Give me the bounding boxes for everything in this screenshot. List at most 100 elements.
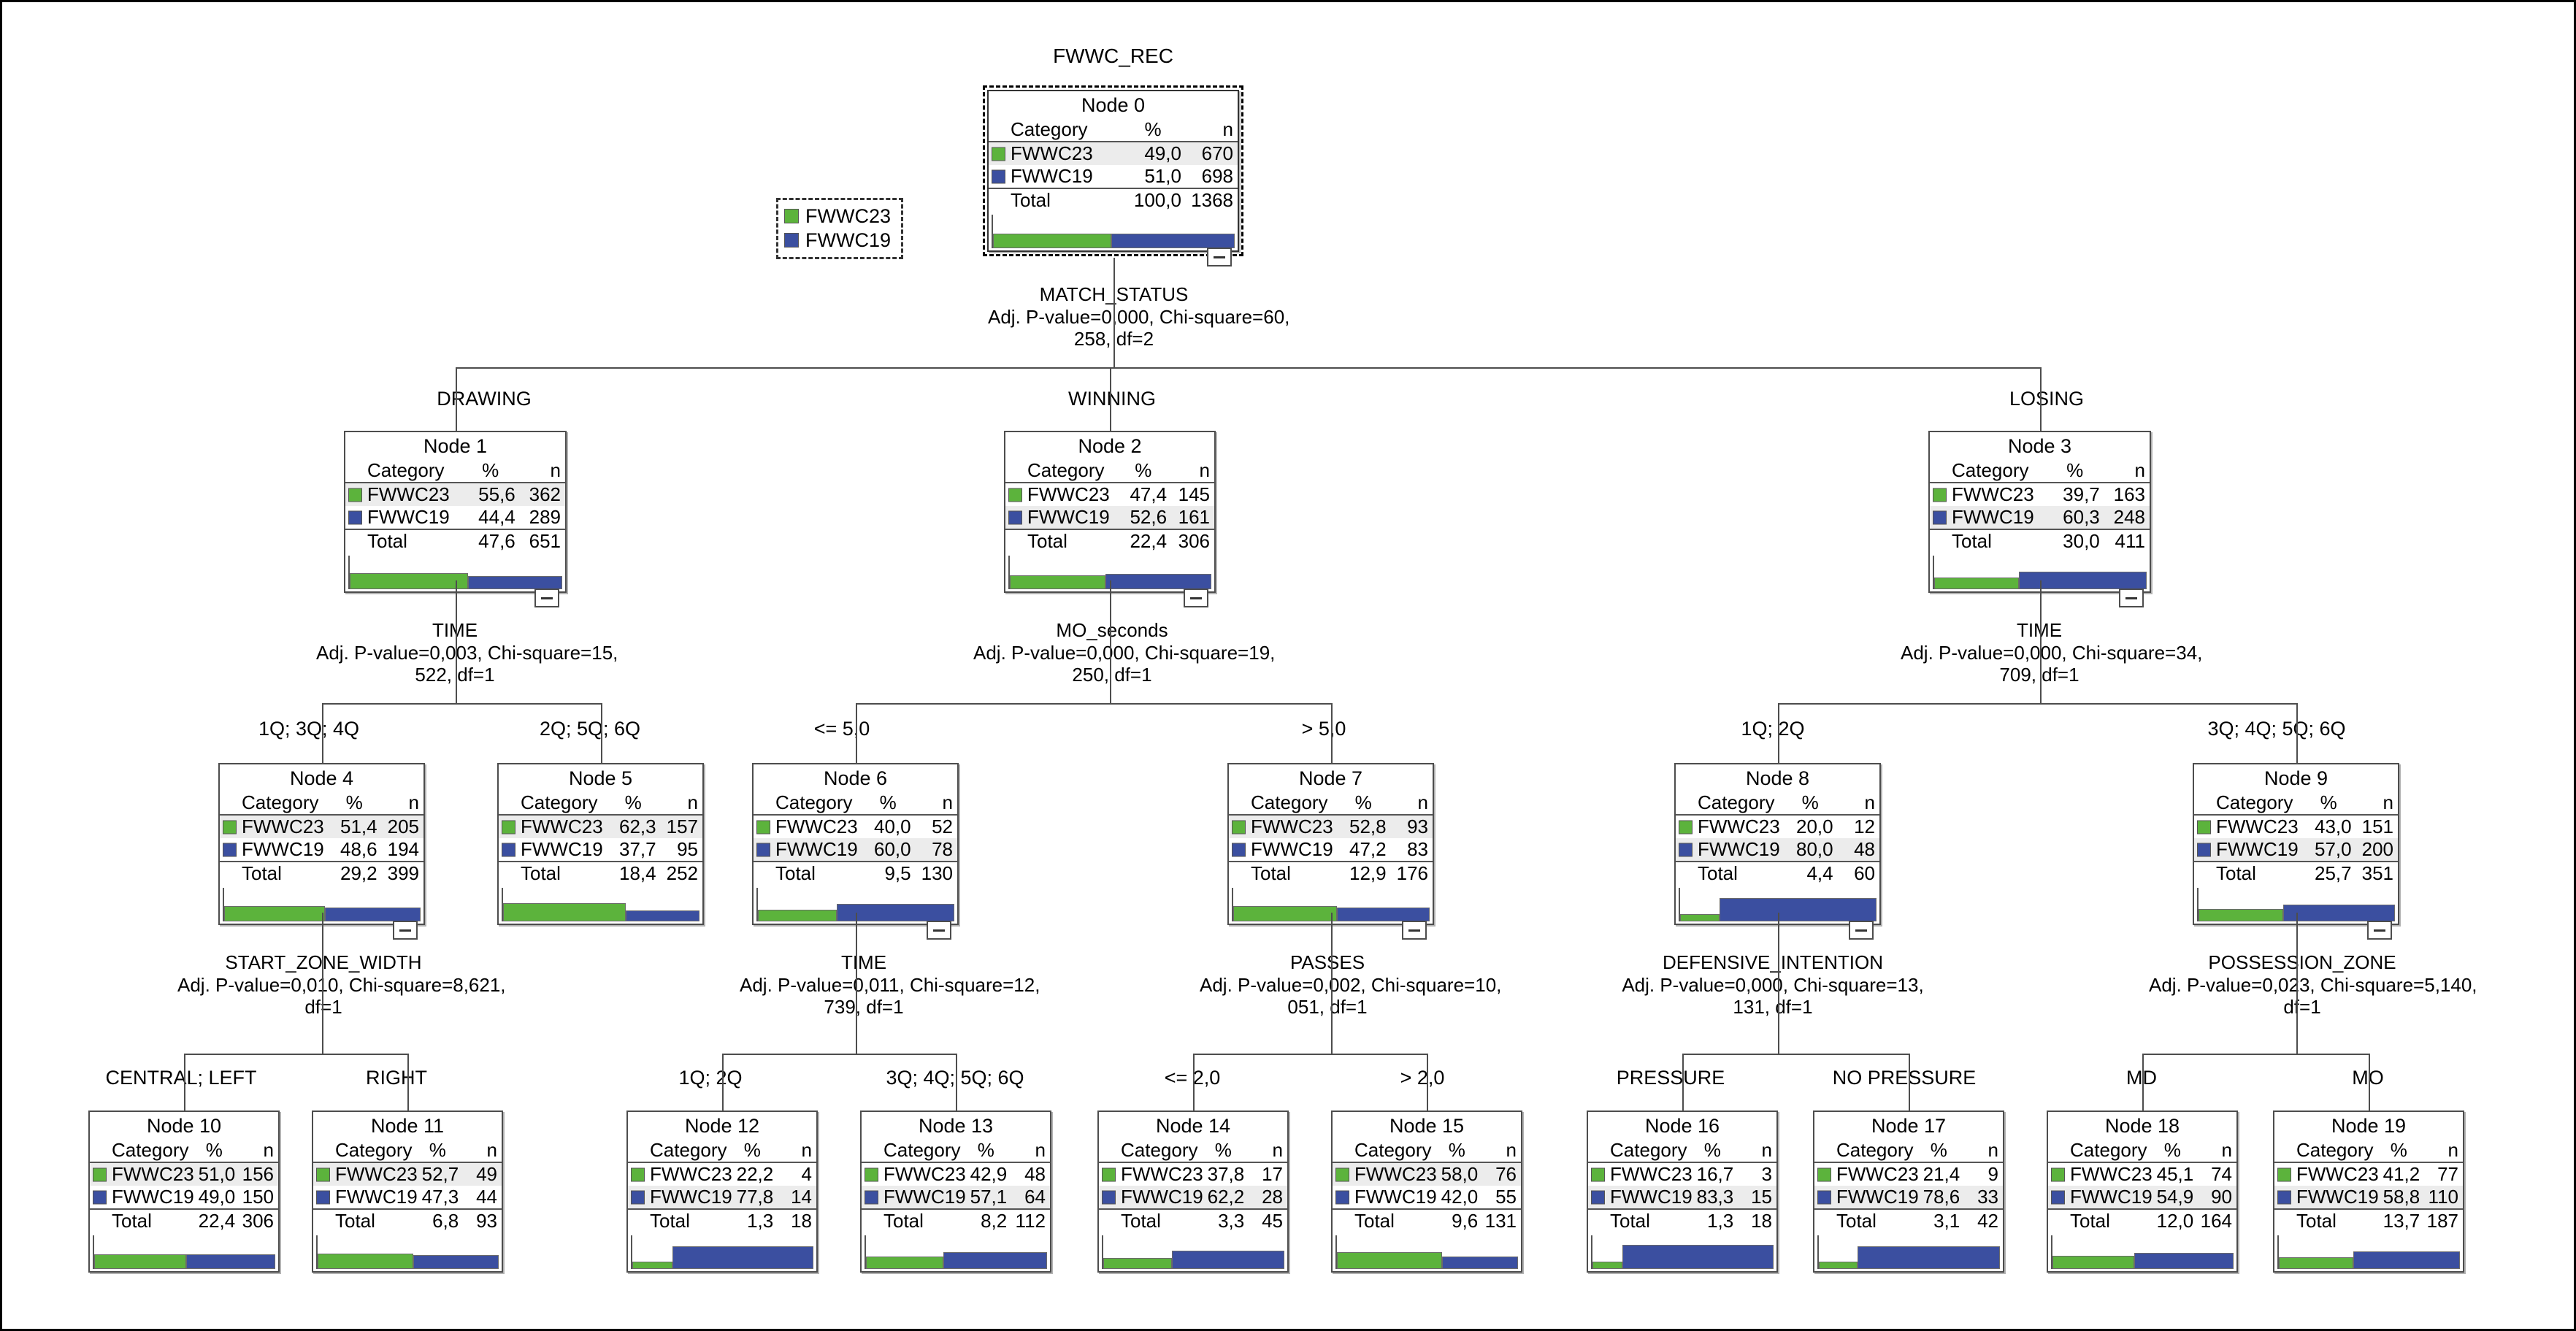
node-0-total: Total 100,0 1368 — [989, 188, 1238, 212]
cat-n: 289 — [529, 506, 561, 528]
cat-n: 78 — [912, 838, 957, 862]
node-7-bar-chart — [1232, 888, 1430, 921]
cat-n: 698 — [1201, 165, 1233, 187]
collapse-button-node-7[interactable] — [1402, 921, 1427, 940]
collapse-button-node-4[interactable] — [393, 921, 418, 940]
tree-node-0[interactable]: Node 0 Category % n FWWC23 49,0 670 FWWC… — [983, 85, 1243, 256]
total-n: 18 — [1735, 1208, 1776, 1232]
tree-node-18[interactable]: Node 18 Category % n FWWC23 45,1 74 FWWC… — [2047, 1111, 2238, 1273]
tree-node-8[interactable]: Node 8 Category % n FWWC23 20,0 12 FWWC1… — [1674, 763, 1881, 925]
collapse-button-node-8[interactable] — [1849, 921, 1874, 940]
collapse-button-node-6[interactable] — [927, 921, 951, 940]
collapse-button-node-0[interactable] — [1207, 248, 1232, 266]
cat-n: 151 — [2361, 816, 2393, 837]
col-category: Category — [2194, 791, 2304, 816]
node-13-row-FWWC23: FWWC23 42,9 48 — [862, 1162, 1050, 1186]
swatch-green-icon — [631, 1167, 645, 1181]
node-9-table: Category % n FWWC23 43,0 151 FWWC19 57,0… — [2194, 791, 2398, 885]
node-10-title: Node 10 — [146, 1115, 222, 1137]
cat-n: 110 — [2421, 1186, 2463, 1209]
tree-node-3[interactable]: Node 3 Category % n FWWC23 39,7 163 FWWC… — [1928, 431, 2151, 593]
total-pct: 9,5 — [863, 861, 913, 885]
total-pct: 22,4 — [191, 1208, 237, 1232]
branch-md: MD — [2126, 1067, 2157, 1089]
cat-n: 248 — [2101, 506, 2150, 529]
total-label: Total — [1005, 529, 1119, 553]
total-pct: 3,1 — [1916, 1208, 1962, 1232]
tree-node-9[interactable]: Node 9 Category % n FWWC23 43,0 151 FWWC… — [2193, 763, 2399, 925]
cat-label: FWWC23 — [1836, 1163, 1919, 1185]
cat-n: 64 — [1008, 1186, 1050, 1209]
cat-label: FWWC23 — [2216, 816, 2299, 837]
node-17-bar-chart — [1817, 1235, 2000, 1269]
tree-node-10[interactable]: Node 10 Category % n FWWC23 51,0 156 FWW… — [88, 1111, 280, 1273]
node-16-table: Category % n FWWC23 16,7 3 FWWC19 83,3 1… — [1588, 1139, 1776, 1232]
swatch-blue-icon — [2051, 1190, 2065, 1204]
swatch-green-icon — [1817, 1167, 1831, 1181]
tree-node-2[interactable]: Node 2 Category % n FWWC23 47,4 145 FWWC… — [1004, 431, 1216, 593]
total-n: 130 — [912, 861, 957, 885]
bar-fwwc23 — [1337, 1251, 1442, 1269]
node-16-header: Category % n — [1588, 1139, 1776, 1163]
connector-node-4-bus — [184, 1054, 407, 1055]
total-n: 18 — [775, 1208, 816, 1232]
bar-fwwc23 — [1934, 578, 2019, 589]
cat-n: 163 — [2113, 483, 2145, 505]
total-n: 176 — [1387, 861, 1433, 885]
tree-node-11[interactable]: Node 11 Category % n FWWC23 52,7 49 FWWC… — [312, 1111, 503, 1273]
cat-pct: 52,6 — [1118, 506, 1169, 529]
node-8-table: Category % n FWWC23 20,0 12 FWWC19 80,0 … — [1676, 791, 1879, 885]
node-17-header: Category % n — [1814, 1139, 2003, 1163]
cat-pct: 51,0 — [191, 1162, 237, 1186]
connector-to-node-15 — [1427, 1054, 1428, 1111]
node-13-header: Category % n — [862, 1139, 1050, 1163]
connector-node-9-stem — [2296, 913, 2298, 1054]
split-variable: DEFENSIVE_INTENTION — [1663, 951, 1883, 973]
tree-node-16[interactable]: Node 16 Category % n FWWC23 16,7 3 FWWC1… — [1587, 1111, 1778, 1273]
bar-fwwc23 — [2279, 1257, 2354, 1269]
node-2-row-FWWC19: FWWC19 52,6 161 — [1005, 506, 1214, 529]
connector-node-3-stem — [2039, 580, 2042, 703]
cat-n: 9 — [1987, 1163, 1998, 1185]
node-10-table: Category % n FWWC23 51,0 156 FWWC19 49,0… — [90, 1139, 278, 1232]
total-pct: 30,0 — [2048, 529, 2101, 553]
cat-label: FWWC19 — [1251, 838, 1333, 860]
node-19-row-FWWC19: FWWC19 58,8 110 — [2274, 1186, 2463, 1209]
tree-node-13[interactable]: Node 13 Category % n FWWC23 42,9 48 FWWC… — [860, 1111, 1051, 1273]
tree-node-1[interactable]: Node 1 Category % n FWWC23 55,6 362 FWWC… — [344, 431, 567, 593]
tree-node-6[interactable]: Node 6 Category % n FWWC23 40,0 52 FWWC1… — [752, 763, 959, 925]
collapse-button-node-3[interactable] — [2119, 588, 2144, 607]
connector-node-6-stem — [855, 913, 857, 1054]
collapse-button-node-9[interactable] — [2367, 921, 2392, 940]
node-2-bar-chart — [1008, 556, 1211, 589]
collapse-button-node-1[interactable] — [534, 588, 559, 607]
tree-node-4[interactable]: Node 4 Category % n FWWC23 51,4 205 FWWC… — [218, 763, 425, 925]
cat-label: FWWC23 — [335, 1163, 418, 1185]
total-label: Total — [2048, 1208, 2150, 1232]
branch-winning: WINNING — [1068, 388, 1156, 410]
node-11-header: Category % n — [313, 1139, 502, 1163]
tree-node-19[interactable]: Node 19 Category % n FWWC23 41,2 77 FWWC… — [2273, 1111, 2464, 1273]
cat-label: FWWC19 — [521, 838, 603, 860]
total-n: 187 — [2421, 1208, 2463, 1232]
tree-node-15[interactable]: Node 15 Category % n FWWC23 58,0 76 FWWC… — [1331, 1111, 1522, 1273]
swatch-green-icon — [316, 1167, 330, 1181]
connector-node-8-bus — [1682, 1054, 1909, 1055]
tree-node-17[interactable]: Node 17 Category % n FWWC23 21,4 9 FWWC1… — [1813, 1111, 2004, 1273]
total-pct: 1,3 — [729, 1208, 775, 1232]
legend-swatch-blue-icon — [784, 233, 799, 248]
tree-node-5[interactable]: Node 5 Category % n FWWC23 62,3 157 FWWC… — [497, 763, 704, 925]
tree-node-7[interactable]: Node 7 Category % n FWWC23 52,8 93 FWWC1… — [1227, 763, 1434, 925]
tree-node-12[interactable]: Node 12 Category % n FWWC23 22,2 4 FWWC1… — [626, 1111, 818, 1273]
node-10-header: Category % n — [90, 1139, 278, 1163]
total-n: 1368 — [1182, 188, 1238, 212]
node-0-header: Category % n — [989, 118, 1238, 142]
split-stats: Adj. P-value=0,000, Chi-square=13,131, d… — [1622, 973, 1924, 1019]
tree-node-14[interactable]: Node 14 Category % n FWWC23 37,8 17 FWWC… — [1097, 1111, 1289, 1273]
node-12-row-FWWC19: FWWC19 77,8 14 — [628, 1186, 816, 1209]
collapse-button-node-2[interactable] — [1184, 588, 1208, 607]
node-5-bar-chart — [502, 888, 699, 921]
node-9-bar-chart — [2197, 888, 2395, 921]
node-9-row-FWWC23: FWWC23 43,0 151 — [2194, 815, 2398, 838]
